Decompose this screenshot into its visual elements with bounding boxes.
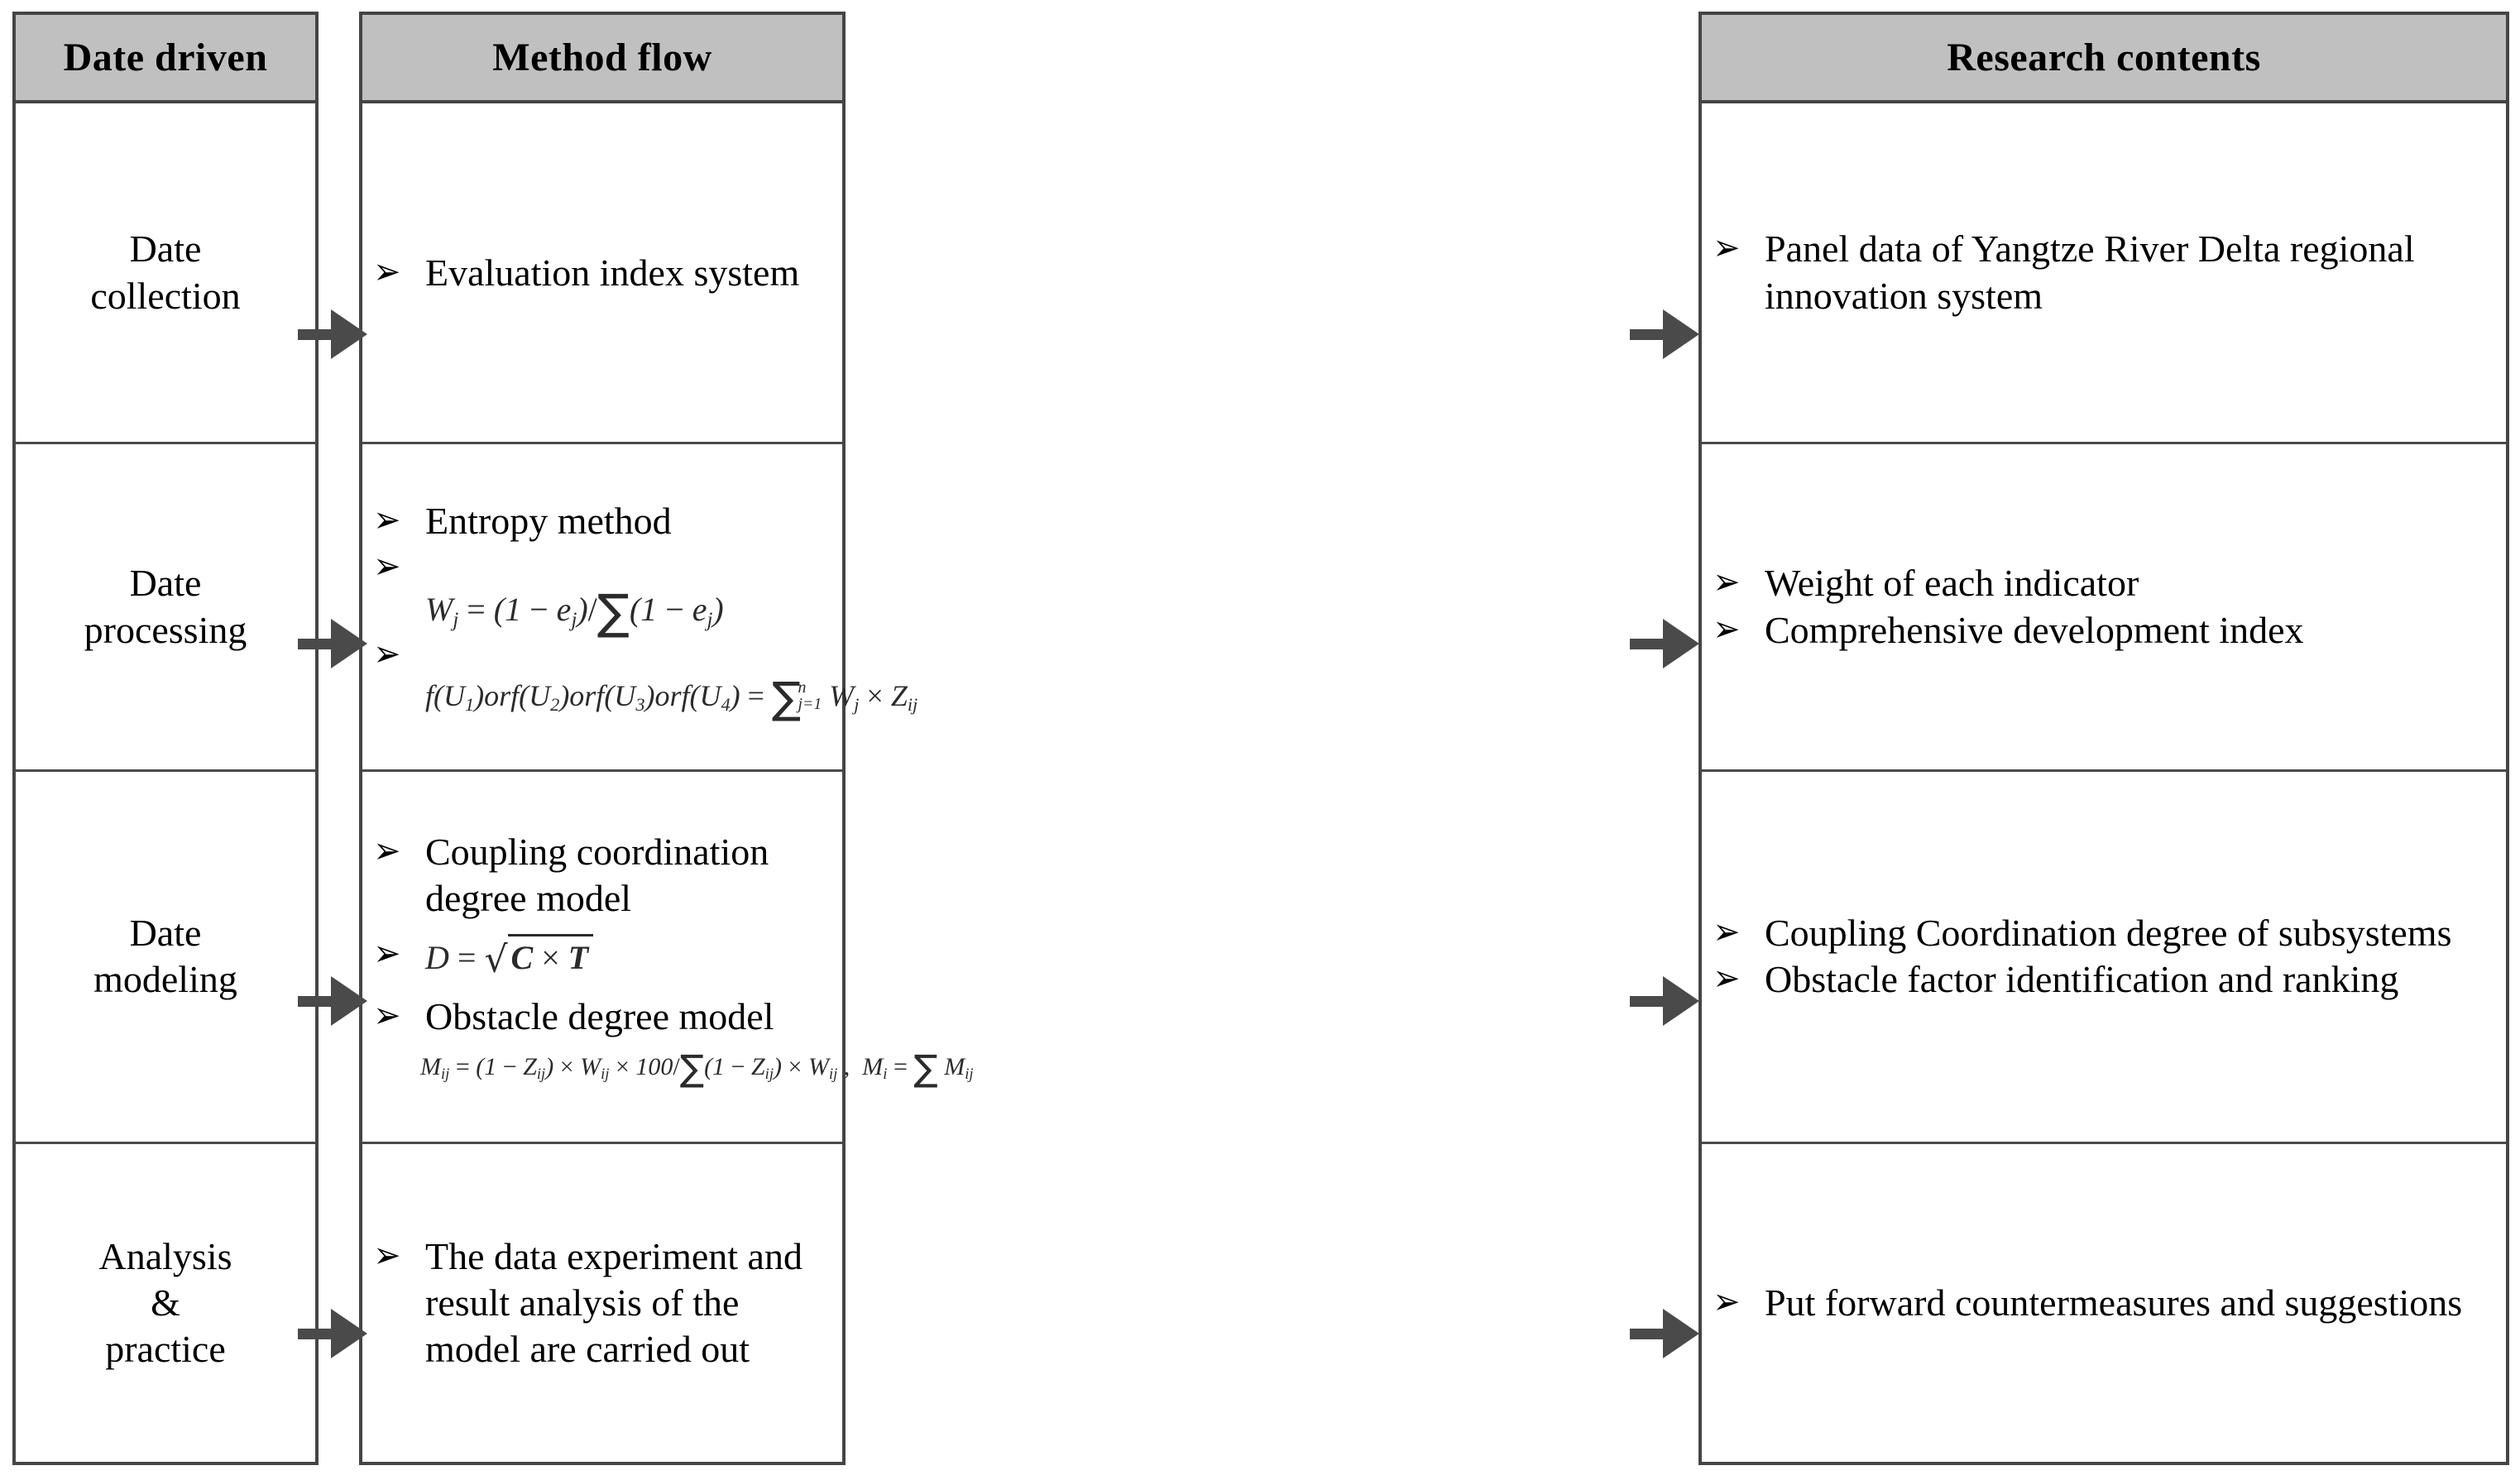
arrow-shaft [298,638,333,649]
list-item: ➢ Panel data of Yangtze River Delta regi… [1713,227,2415,317]
list-item: ➢ D = √C × T [371,932,831,982]
arrow-head [331,976,367,1026]
arrow-shaft [1630,638,1665,649]
method-cell-entropy-method: ➢ Entropy method ➢ Wj = (1 − ej)/∑(1 − e… [362,444,918,772]
arrow-head [1663,1309,1699,1358]
bullet-list: ➢ Weight of each indicator ➢ Comprehensi… [1702,444,2506,769]
arrowhead-bullet-icon: ➢ [1713,607,1741,650]
arrowhead-bullet-icon: ➢ [1713,911,1741,954]
stage-label-date-processing: Date processing [84,562,247,651]
method-cell-data-experiment: ➢ The data experiment and result analysi… [362,1144,842,1462]
column-date-driven: Date driven Date collection Date process… [12,12,319,1465]
arrow-head [1663,309,1699,359]
arrow-method-to-research-3 [1630,976,1699,1026]
formula-coupling-degree: D = √C × T [425,932,831,982]
arrow-method-to-research-1 [1630,309,1699,359]
stage-cell-date-modeling: Date modeling [16,772,315,1144]
stage-cell-date-processing: Date processing [16,444,315,772]
arrow-head [331,619,367,668]
stage-label-analysis-practice: Analysis & practice [98,1234,232,1370]
arrow-shaft [298,995,333,1007]
arrowhead-bullet-icon: ➢ [1713,227,1741,270]
arrow-shaft [298,1328,333,1339]
list-item: ➢ [371,632,831,677]
arrow-head [1663,619,1699,668]
arrowhead-bullet-icon: ➢ [1713,1280,1741,1323]
list-item: ➢ Comprehensive development index [1713,607,2304,651]
list-item: ➢ Obstacle degree model [373,994,774,1038]
arrowhead-bullet-icon: ➢ [373,250,401,293]
bullet-list: ➢ Evaluation index system [362,103,842,442]
list-item: ➢ The data experiment and result analysi… [373,1233,802,1370]
bullet-list: ➢ The data experiment and result analysi… [362,1144,842,1462]
stage-cell-date-collection: Date collection [16,103,315,445]
column-header-date-driven: Date driven [16,15,315,103]
list-item: ➢ Obstacle factor identification and ran… [1713,957,2399,1001]
method-cell-evaluation-index: ➢ Evaluation index system [362,103,842,445]
list-item: ➢ Coupling coordination degree model [373,829,769,920]
bullet-list: ➢ Coupling coordination degree model ➢ D… [362,772,974,1142]
formula-obstacle-degree: Mij = (1 − Zij) × Wij × 100/∑(1 − Zij) ×… [420,1048,974,1090]
column-body-research-contents: ➢ Panel data of Yangtze River Delta regi… [1702,103,2506,1462]
research-cell-countermeasures: ➢ Put forward countermeasures and sugges… [1702,1144,2506,1462]
arrow-head [1663,976,1699,1026]
arrow-shaft [298,328,333,340]
arrow-driven-to-method-1 [298,309,367,359]
arrow-shaft [1630,328,1665,340]
list-item: ➢ Coupling Coordination degree of subsys… [1713,911,2452,955]
research-cell-weights-index: ➢ Weight of each indicator ➢ Comprehensi… [1702,444,2506,772]
method-cell-coupling-obstacle-models: ➢ Coupling coordination degree model ➢ D… [362,772,974,1144]
list-item: ➢ [371,544,831,589]
arrowhead-bullet-icon: ➢ [373,932,401,975]
arrow-shaft [1630,995,1665,1007]
bullet-list: ➢ Entropy method ➢ Wj = (1 − ej)/∑(1 − e… [362,444,918,769]
list-item: ➢ Put forward countermeasures and sugges… [1713,1280,2463,1324]
arrow-head [331,309,367,359]
stage-cell-analysis-practice: Analysis & practice [16,1144,315,1462]
column-header-research-contents: Research contents [1702,15,2506,103]
arrowhead-bullet-icon: ➢ [1713,957,1741,1000]
bullet-list: ➢ Coupling Coordination degree of subsys… [1702,772,2506,1142]
list-item: ➢ Weight of each indicator [1713,561,2139,605]
arrow-driven-to-method-4 [298,1309,367,1358]
arrow-shaft [1630,1328,1665,1339]
arrowhead-bullet-icon: ➢ [373,994,401,1037]
arrow-driven-to-method-2 [298,619,367,668]
stage-label-date-collection: Date collection [90,228,241,317]
column-method-flow: Method flow ➢ Evaluation index system ➢ … [359,12,974,1465]
formula-entropy-weight: Wj = (1 − ej)/∑(1 − ej) [425,583,724,640]
arrowhead-bullet-icon: ➢ [373,633,401,676]
arrowhead-bullet-icon: ➢ [373,1233,401,1276]
column-body-date-driven: Date collection Date processing Date mod… [16,103,315,1462]
arrow-method-to-research-4 [1630,1309,1699,1358]
list-item: ➢ Entropy method [373,498,672,542]
arrow-method-to-research-2 [1630,619,1699,668]
stage-label-date-modeling: Date modeling [93,912,237,1001]
arrow-head [331,1309,367,1358]
column-body-method-flow: ➢ Evaluation index system ➢ Entropy meth… [362,103,974,1462]
column-header-method-flow: Method flow [362,15,842,103]
research-cell-panel-data: ➢ Panel data of Yangtze River Delta regi… [1702,103,2506,445]
list-item: ➢ Evaluation index system [373,250,800,294]
bullet-list: ➢ Put forward countermeasures and sugges… [1702,1144,2506,1462]
arrowhead-bullet-icon: ➢ [373,829,401,872]
bullet-list: ➢ Panel data of Yangtze River Delta regi… [1702,103,2506,442]
column-research-contents: Research contents ➢ Panel data of Yangtz… [1698,12,2509,1465]
arrow-driven-to-method-3 [298,976,367,1026]
arrowhead-bullet-icon: ➢ [373,498,401,541]
research-cell-coupling-obstacle: ➢ Coupling Coordination degree of subsys… [1702,772,2506,1144]
arrowhead-bullet-icon: ➢ [373,544,401,587]
arrowhead-bullet-icon: ➢ [1713,561,1741,604]
